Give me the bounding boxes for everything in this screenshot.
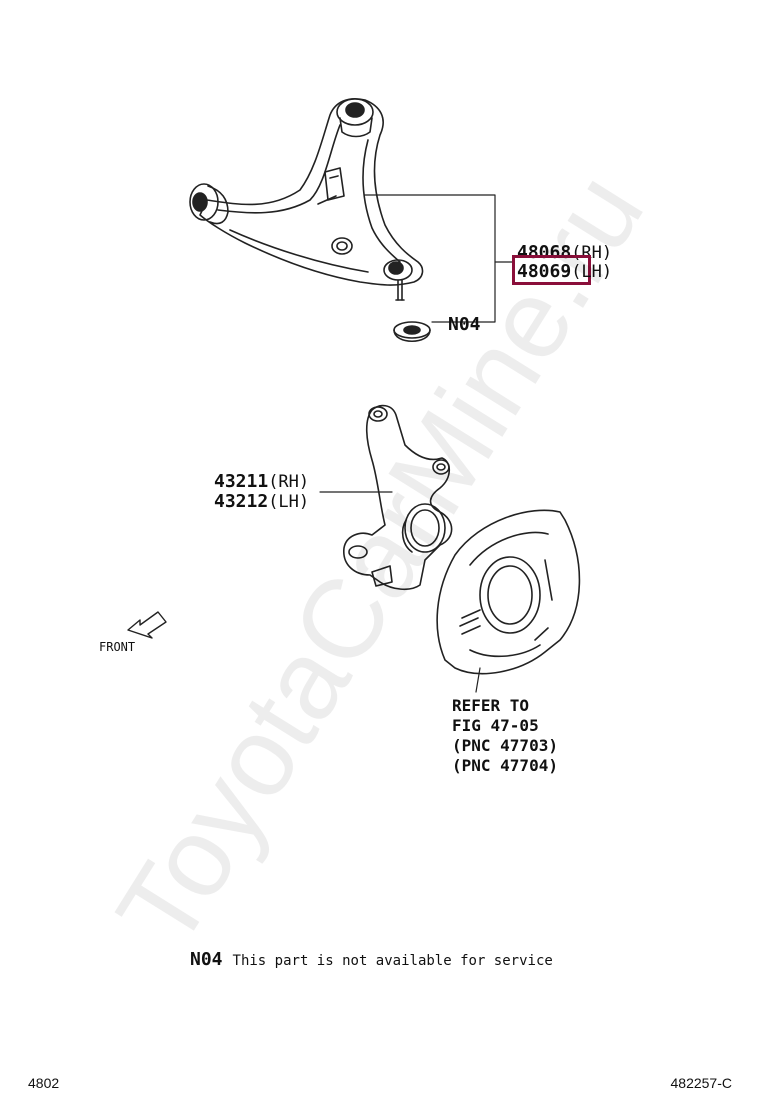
part-number-43212-suffix: (LH) bbox=[268, 492, 310, 512]
dust-shield-drawing bbox=[436, 509, 581, 675]
refer-block[interactable]: REFER TO FIG 47-05 (PNC 47703) (PNC 4770… bbox=[452, 696, 558, 776]
note-text: This part is not available for service bbox=[232, 953, 553, 969]
arm-leader-lines bbox=[364, 194, 513, 323]
steering-knuckle-drawing bbox=[343, 404, 453, 591]
front-arrow-icon bbox=[127, 611, 167, 639]
callout-n04[interactable]: N04 bbox=[448, 314, 481, 335]
lower-control-arm-drawing bbox=[189, 98, 431, 342]
front-label: FRONT bbox=[99, 640, 136, 654]
part-number-43212[interactable]: 43212(LH) bbox=[214, 493, 309, 511]
part-number-43211[interactable]: 43211(RH) bbox=[214, 473, 309, 491]
refer-line-1: REFER TO bbox=[452, 696, 530, 715]
shield-leader-line bbox=[475, 667, 481, 693]
refer-line-3[interactable]: (PNC 47703) bbox=[452, 736, 558, 755]
footer-left-code: 4802 bbox=[28, 1075, 60, 1091]
note-code: N04 bbox=[190, 949, 223, 970]
part-number-48069-number[interactable]: 48069 bbox=[517, 261, 572, 282]
part-number-48069-suffix: (LH) bbox=[571, 262, 613, 282]
part-number-43212-number[interactable]: 43212 bbox=[214, 491, 269, 512]
service-note: N04 This part is not available for servic… bbox=[190, 951, 553, 969]
refer-line-2[interactable]: FIG 47-05 bbox=[452, 716, 539, 735]
part-number-43211-suffix: (RH) bbox=[268, 472, 310, 492]
selected-part-highlight bbox=[512, 255, 591, 285]
part-number-43211-number[interactable]: 43211 bbox=[214, 471, 269, 492]
part-number-48069[interactable]: 48069(LH) bbox=[517, 263, 612, 281]
refer-line-4[interactable]: (PNC 47704) bbox=[452, 756, 558, 775]
footer-right-code: 482257-C bbox=[670, 1075, 733, 1091]
